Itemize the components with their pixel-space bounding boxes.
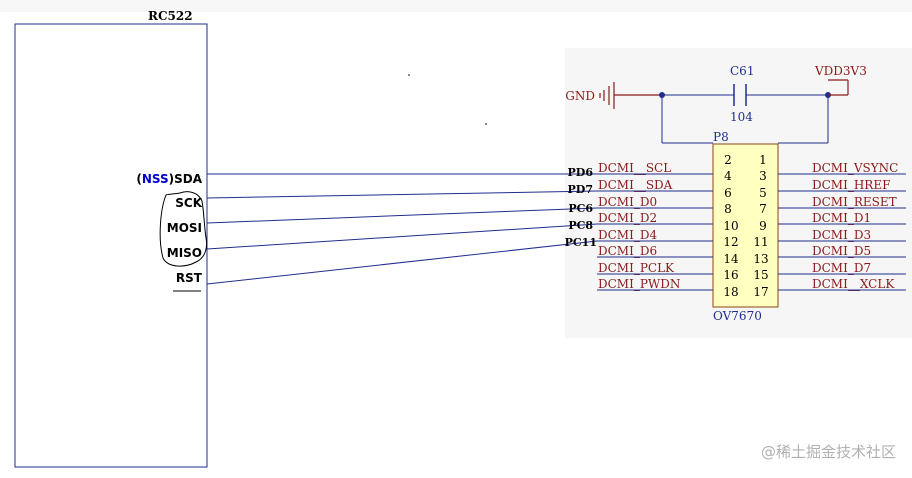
junction-gnd [659, 92, 665, 98]
wire-rst-pc11 [206, 240, 598, 285]
wire-sck-pd7 [206, 190, 598, 199]
vdd-symbol [828, 79, 849, 96]
pin-number: 13 [753, 252, 768, 266]
capacitor-ref: C61 [730, 64, 754, 78]
mcu-pin-pc8: PC8 [568, 219, 593, 232]
connector-right-net-labels: DCMI_VSYNC DCMI_HREF DCMI_RESET DCMI_D1 … [812, 161, 898, 291]
mcu-pin-pc6: PC6 [568, 202, 593, 215]
connector-left-net-labels: DCMI__SCL DCMI__SDA DCMI_D0 DCMI_D2 DCMI… [598, 161, 680, 291]
connector-right-pin-numbers: 1 3 5 7 9 11 13 15 17 [753, 153, 768, 299]
stray-dot [408, 74, 410, 76]
mcu-pin-pd7: PD7 [568, 183, 593, 196]
net-label: DCMI_PCLK [598, 261, 675, 275]
rc522-body [14, 23, 208, 468]
rc522-pin-sck: SCK [175, 196, 202, 210]
pin-number: 5 [759, 186, 767, 200]
power-network: GND C61 104 VDD3V3 [565, 64, 867, 144]
rc522-pin-rst: RST [176, 271, 203, 285]
rc522-pin-nss-sda: (NSS)SDA [136, 172, 202, 186]
connector-right-stubs [778, 173, 906, 291]
pin-number: 16 [723, 268, 738, 282]
pin-number: 1 [759, 153, 767, 167]
stray-dot [485, 123, 487, 125]
capacitor-value: 104 [730, 110, 753, 124]
connector-ref: P8 [713, 130, 729, 144]
net-label: DCMI_HREF [812, 178, 890, 192]
net-label: DCMI_D2 [598, 211, 657, 225]
capacitor-c61: C61 104 [730, 64, 754, 124]
net-label: DCMI_D1 [812, 211, 871, 225]
net-label: DCMI__SDA [598, 178, 673, 192]
pin-number: 4 [724, 169, 732, 183]
mcu-pin-labels: PD6 PD7 PC6 PC8 PC11 [565, 166, 597, 249]
net-label: DCMI_PWDN [598, 277, 680, 291]
net-label: DCMI_VSYNC [812, 161, 898, 175]
pin-number: 15 [753, 268, 768, 282]
pin-number: 11 [753, 235, 768, 249]
rc522-module: RC522 (NSS)SDA SCK MOSI MISO RST [14, 9, 208, 468]
spi-pins-annotation-circle [159, 191, 208, 267]
nss-close-paren: ) [169, 172, 174, 186]
pin-number: 8 [724, 202, 732, 216]
net-label: DCMI_D5 [812, 244, 871, 258]
pin-number: 6 [724, 186, 732, 200]
net-label: DCMI_D4 [598, 228, 657, 242]
ov7670-connector: P8 OV7670 2 4 6 8 10 12 14 16 18 1 3 5 7… [597, 130, 906, 323]
pin-number: 10 [723, 219, 738, 233]
rc522-pin-mosi: MOSI [167, 221, 202, 235]
gnd-label: GND [565, 89, 595, 103]
pin-number: 2 [724, 153, 732, 167]
net-label: DCMI_D3 [812, 228, 871, 242]
net-label: DCMI_D7 [812, 261, 871, 275]
spi-wires [206, 173, 598, 285]
pin-number: 12 [723, 235, 738, 249]
pin-number: 14 [723, 252, 739, 266]
watermark-text: @稀土掘金技术社区 [761, 443, 896, 461]
nss-label: NSS [142, 172, 169, 186]
connector-body [712, 143, 779, 308]
nss-open-paren: ( [136, 172, 141, 186]
net-label: DCMI_RESET [812, 195, 897, 209]
wire-mosi-pc6 [206, 207, 598, 224]
pin-number: 7 [759, 202, 767, 216]
net-label: DCMI__XCLK [812, 277, 895, 291]
wire-miso-pc8 [206, 223, 598, 250]
pin-number: 18 [723, 285, 738, 299]
power-wires [661, 94, 829, 144]
mcu-pin-pc11: PC11 [565, 236, 597, 249]
connector-part: OV7670 [713, 309, 762, 323]
net-label: DCMI_D6 [598, 244, 657, 258]
top-band [0, 0, 912, 12]
gnd-symbol [599, 82, 662, 109]
mcu-pin-pd6: PD6 [568, 166, 594, 179]
vdd-label: VDD3V3 [814, 64, 867, 78]
rc522-pin-miso: MISO [167, 246, 202, 260]
connector-left-stubs [597, 173, 713, 291]
connector-left-pin-numbers: 2 4 6 8 10 12 14 16 18 [723, 153, 739, 299]
net-label: DCMI_D0 [598, 195, 657, 209]
pin-number: 9 [759, 219, 767, 233]
sda-label: SDA [174, 172, 203, 186]
pin-number: 3 [759, 169, 767, 183]
pin-number: 17 [753, 285, 768, 299]
net-label: DCMI__SCL [598, 161, 671, 175]
rc522-title: RC522 [148, 9, 193, 23]
